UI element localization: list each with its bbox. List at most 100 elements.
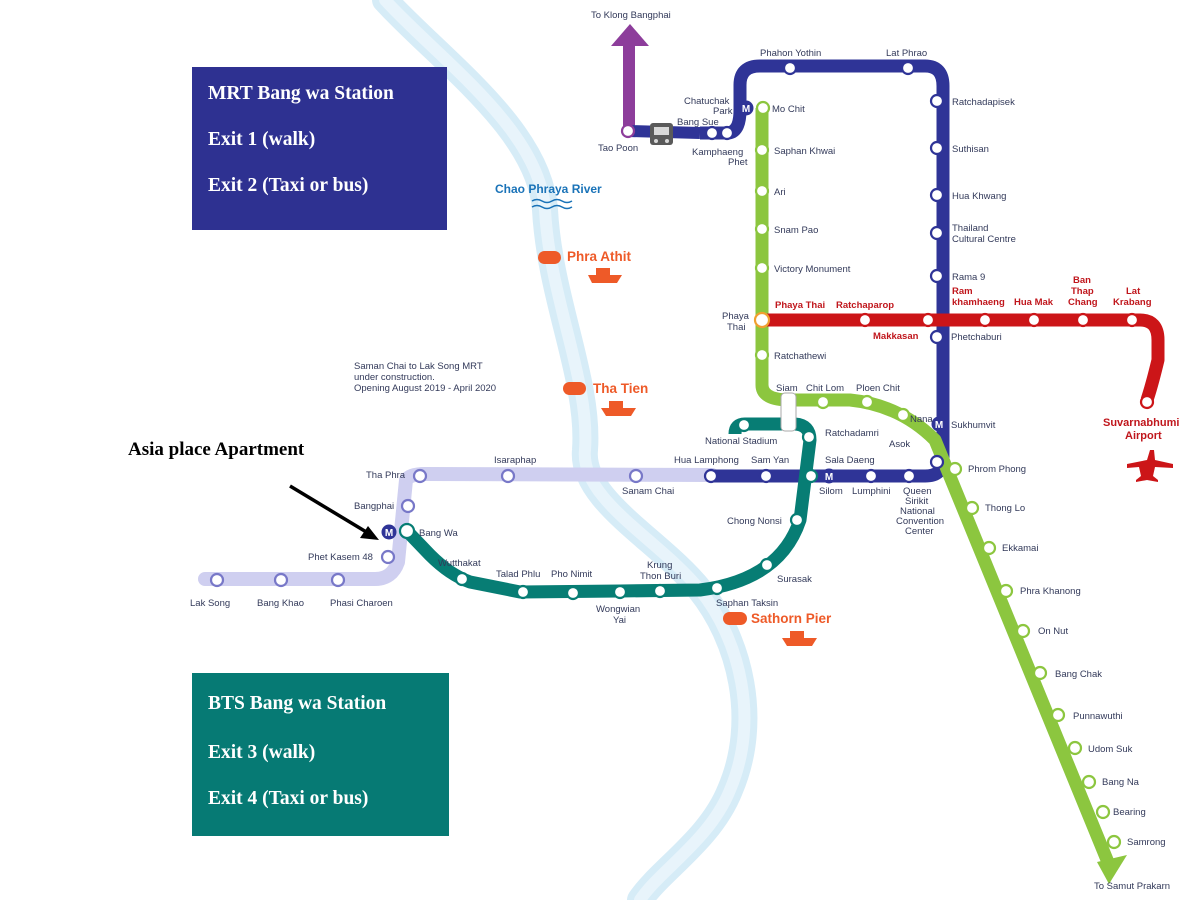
station-label-ramkhamhaeng: Ram xyxy=(952,286,973,297)
south-arrow xyxy=(1097,855,1127,884)
station-dot-bang-chak[interactable] xyxy=(1032,665,1048,681)
station-dot-bangphai[interactable] xyxy=(400,498,416,514)
station-dot-lat-krabang[interactable] xyxy=(1124,312,1140,328)
station-label-ban-thap-chang: Ban xyxy=(1073,275,1091,286)
station-dot-phaya-thai[interactable] xyxy=(753,311,771,329)
station-dot-ramkhamhaeng[interactable] xyxy=(977,312,993,328)
station-label-phasi-charoen: Phasi Charoen xyxy=(330,598,393,609)
station-dot-tha-phra[interactable] xyxy=(412,468,428,484)
station-dot-hua-mak[interactable] xyxy=(1026,312,1042,328)
station-dot-surasak[interactable] xyxy=(759,557,775,573)
station-dot-mo-chit[interactable] xyxy=(755,100,771,116)
station-dot-wutthakat[interactable] xyxy=(454,571,470,587)
station-dot-ban-thap-chang[interactable] xyxy=(1075,312,1091,328)
station-dot-isaraphap[interactable] xyxy=(500,468,516,484)
station-dot-thong-lo[interactable] xyxy=(964,500,980,516)
station-label-victory: Victory Monument xyxy=(774,264,851,275)
station-label-bang-khao: Bang Khao xyxy=(257,598,304,609)
station-dot-asok[interactable] xyxy=(929,454,945,470)
direction-klong-bangphai: To Klong Bangphai xyxy=(591,10,671,21)
station-dot-phasi-charoen[interactable] xyxy=(330,572,346,588)
station-label-phaya-thai: Thai xyxy=(727,322,745,333)
bts-bang-wa-info-box: BTS Bang wa Station Exit 3 (walk) Exit 4… xyxy=(192,673,449,836)
station-dot-bang-khao[interactable] xyxy=(273,572,289,588)
station-dot-suvarnabhumi[interactable] xyxy=(1139,394,1155,410)
station-dot-phetchaburi[interactable] xyxy=(929,329,945,345)
station-dot-phet-kasem-48[interactable] xyxy=(380,549,396,565)
station-label-qsncc: Convention xyxy=(896,516,944,527)
station-dot-wongwian-yai[interactable] xyxy=(612,584,628,600)
station-dot-suthisan[interactable] xyxy=(929,140,945,156)
station-label-suthisan: Suthisan xyxy=(952,144,989,155)
station-dot-lak-song[interactable] xyxy=(209,572,225,588)
station-label-ban-thap-chang: Chang xyxy=(1068,297,1098,308)
boat-icon xyxy=(782,631,817,646)
station-dot-hua-lamphong[interactable] xyxy=(703,468,719,484)
station-dot-phra-khanong[interactable] xyxy=(998,583,1014,599)
airport-label: Airport xyxy=(1125,430,1162,442)
station-dot-bang-wa[interactable] xyxy=(398,522,416,540)
station-dot-chong-nonsi[interactable] xyxy=(789,512,805,528)
station-dot-phahon-yothin[interactable] xyxy=(782,60,798,76)
station-dot-bang-na[interactable] xyxy=(1081,774,1097,790)
station-dot-punnawithi[interactable] xyxy=(1050,707,1066,723)
station-dot-samrong[interactable] xyxy=(1106,834,1122,850)
station-dot-ratchadapisek[interactable] xyxy=(929,93,945,109)
station-dot-rama9[interactable] xyxy=(929,268,945,284)
station-dot-sala-daeng[interactable] xyxy=(803,468,819,484)
station-dot-qsncc[interactable] xyxy=(901,468,917,484)
mrt-bang-wa-info-box: MRT Bang wa Station Exit 1 (walk) Exit 2… xyxy=(192,67,447,230)
station-label-qsncc: Center xyxy=(905,526,934,537)
station-dot-talad-phlu[interactable] xyxy=(515,584,531,600)
station-dot-national-stadium[interactable] xyxy=(736,417,752,433)
station-dot-lat-phrao[interactable] xyxy=(900,60,916,76)
mrt-icon-bang-wa xyxy=(381,524,397,540)
station-dot-saphan-khwai[interactable] xyxy=(754,142,770,158)
station-dot-phrom-phong[interactable] xyxy=(947,461,963,477)
station-label-bang-na: Bang Na xyxy=(1102,777,1140,788)
station-dot-ratchadamri[interactable] xyxy=(801,429,817,445)
station-label-qsncc: Sirikit xyxy=(905,496,929,507)
station-label-lumphini: Lumphini xyxy=(852,486,891,497)
station-dot-hua-khwang[interactable] xyxy=(929,187,945,203)
station-dot-saphan-taksin[interactable] xyxy=(709,580,725,596)
station-dot-ratchaprarop[interactable] xyxy=(857,312,873,328)
station-dot-bang-sue[interactable] xyxy=(704,125,720,141)
station-label-phaya-thai-arl: Phaya Thai xyxy=(775,300,825,311)
station-dot-chit-lom[interactable] xyxy=(815,394,831,410)
station-dot-ploen-chit[interactable] xyxy=(859,394,875,410)
station-dot-on-nut[interactable] xyxy=(1015,623,1031,639)
bts-box-exit-3: Exit 3 (walk) xyxy=(208,742,316,763)
station-dot-lumphini[interactable] xyxy=(863,468,879,484)
station-dot-krung-thon-buri[interactable] xyxy=(652,583,668,599)
station-dot-ratchathewi[interactable] xyxy=(754,347,770,363)
station-dot-sanam-pao[interactable] xyxy=(754,221,770,237)
station-dot-nana[interactable] xyxy=(895,407,911,423)
mrt-icon-mo-chit xyxy=(738,100,754,116)
station-dot-tao-poon[interactable] xyxy=(620,123,636,139)
station-label-chatuchak: Park xyxy=(713,106,733,117)
mrt-markers: M M M M xyxy=(381,100,947,540)
station-dot-bearing[interactable] xyxy=(1095,804,1111,820)
station-dot-sanam-chai[interactable] xyxy=(628,468,644,484)
station-dot-ekkamai[interactable] xyxy=(981,540,997,556)
station-label-ploen-chit: Ploen Chit xyxy=(856,383,900,394)
station-dot-kamphaeng[interactable] xyxy=(719,125,735,141)
station-dot-makkasan[interactable] xyxy=(920,312,936,328)
station-dot-udom-suk[interactable] xyxy=(1067,740,1083,756)
station-dot-victory[interactable] xyxy=(754,260,770,276)
station-label-hua-mak: Hua Mak xyxy=(1014,297,1054,308)
pier-phra-athit-label: Phra Athit xyxy=(567,249,632,264)
airport-rail-link xyxy=(762,313,1165,403)
station-dot-thailand-cc[interactable] xyxy=(929,225,945,241)
pier-sathorn-label: Sathorn Pier xyxy=(751,611,832,626)
apartment-annotation: Asia place Apartment xyxy=(128,439,305,460)
station-dot-ari[interactable] xyxy=(754,183,770,199)
station-dot-sam-yan[interactable] xyxy=(758,468,774,484)
north-arrow xyxy=(611,24,649,46)
station-markers xyxy=(209,60,1155,850)
station-dot-pho-nimit[interactable] xyxy=(565,585,581,601)
direction-samut-prakarn: To Samut Prakarn xyxy=(1094,881,1170,892)
station-label-qsncc: National xyxy=(900,506,935,517)
